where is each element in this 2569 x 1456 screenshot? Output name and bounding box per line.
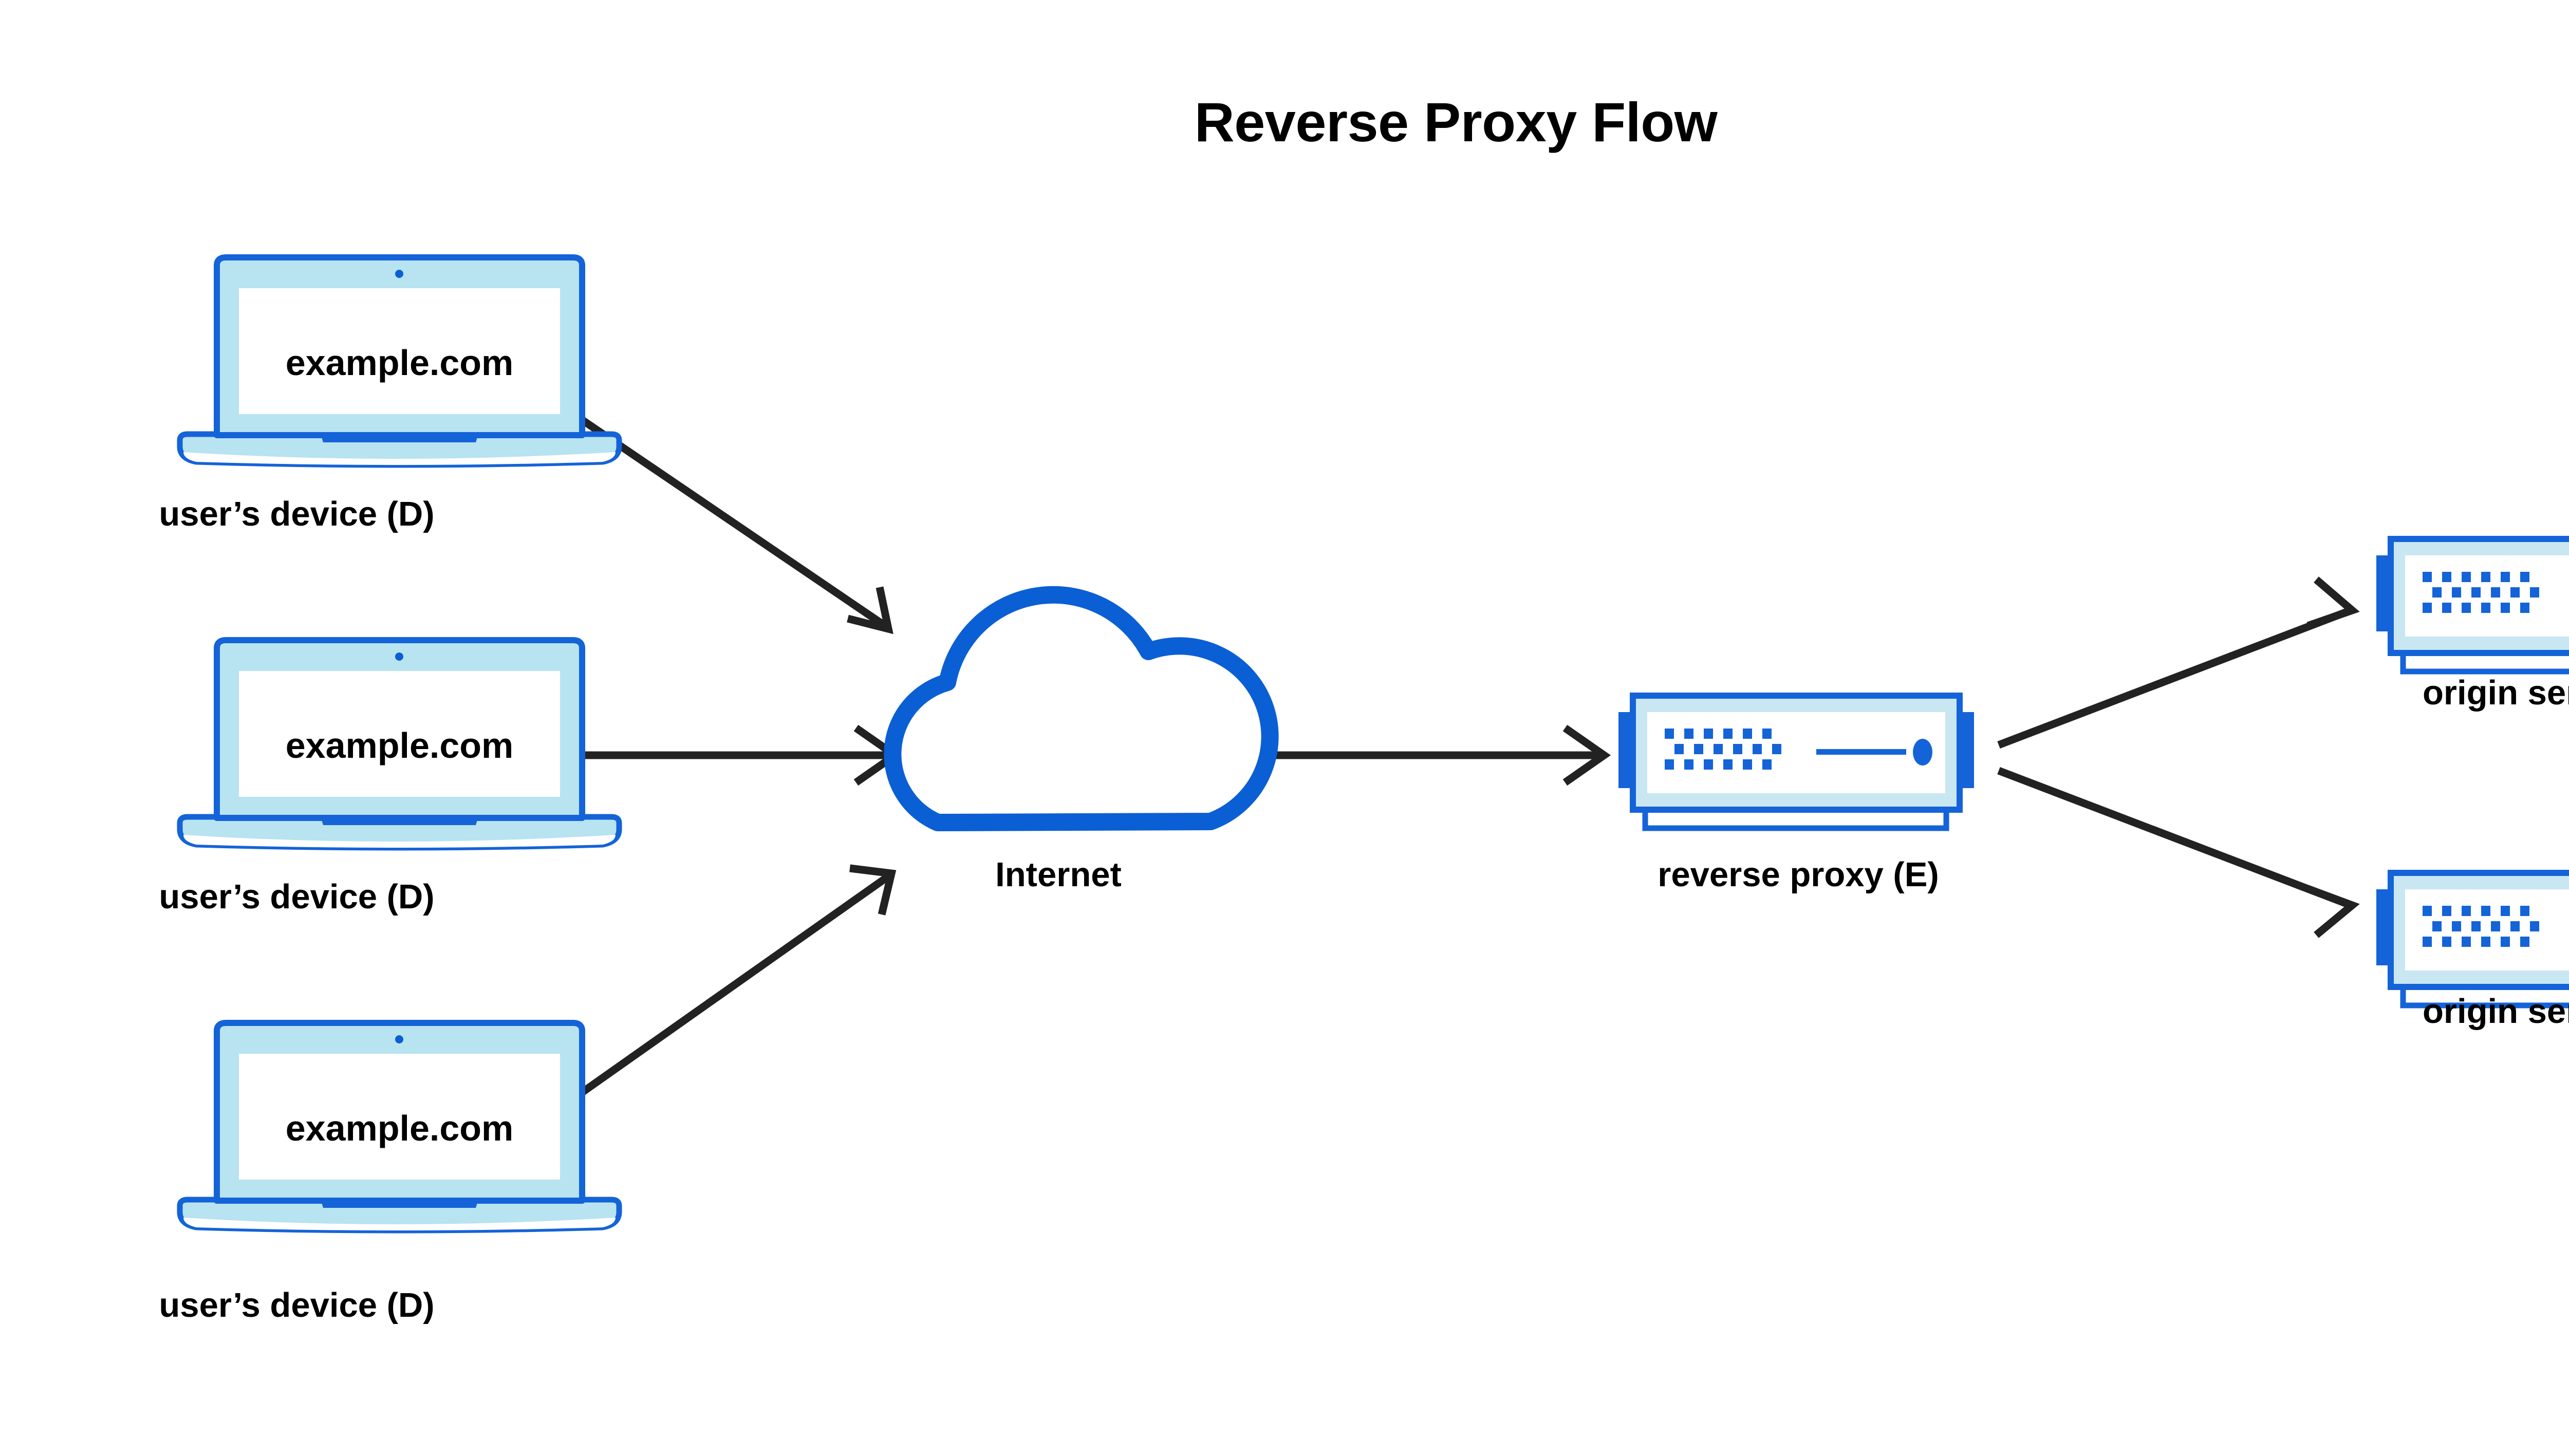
client-3-screen-text: example.com: [285, 1108, 514, 1148]
node-reverse-proxy[interactable]: [1618, 696, 1974, 828]
node-origin-server-2[interactable]: [2376, 873, 2569, 1005]
node-internet-cloud[interactable]: [884, 586, 1279, 831]
client-3-label: user’s device (D): [159, 1286, 435, 1324]
client-1-screen-text: example.com: [285, 343, 514, 383]
reverse-proxy-label: reverse proxy (E): [1658, 855, 1939, 894]
connector-proxy-to-origin1: [1997, 576, 2360, 749]
connector-internet-to-proxy: [1249, 724, 1611, 786]
client-1-label: user’s device (D): [159, 495, 435, 533]
internet-cloud-label: Internet: [995, 855, 1122, 894]
connector-group: [511, 370, 2360, 1144]
connector-proxy-to-origin2: [1997, 767, 2360, 938]
node-origin-server-1[interactable]: [2376, 539, 2569, 671]
client-2-screen-text: example.com: [285, 725, 514, 766]
origin-server-2-label: origin server (F): [2422, 992, 2569, 1031]
page-title: Reverse Proxy Flow: [1194, 91, 1718, 153]
client-2-label: user’s device (D): [159, 878, 435, 916]
origin-server-1-label: origin server (F): [2422, 674, 2569, 712]
